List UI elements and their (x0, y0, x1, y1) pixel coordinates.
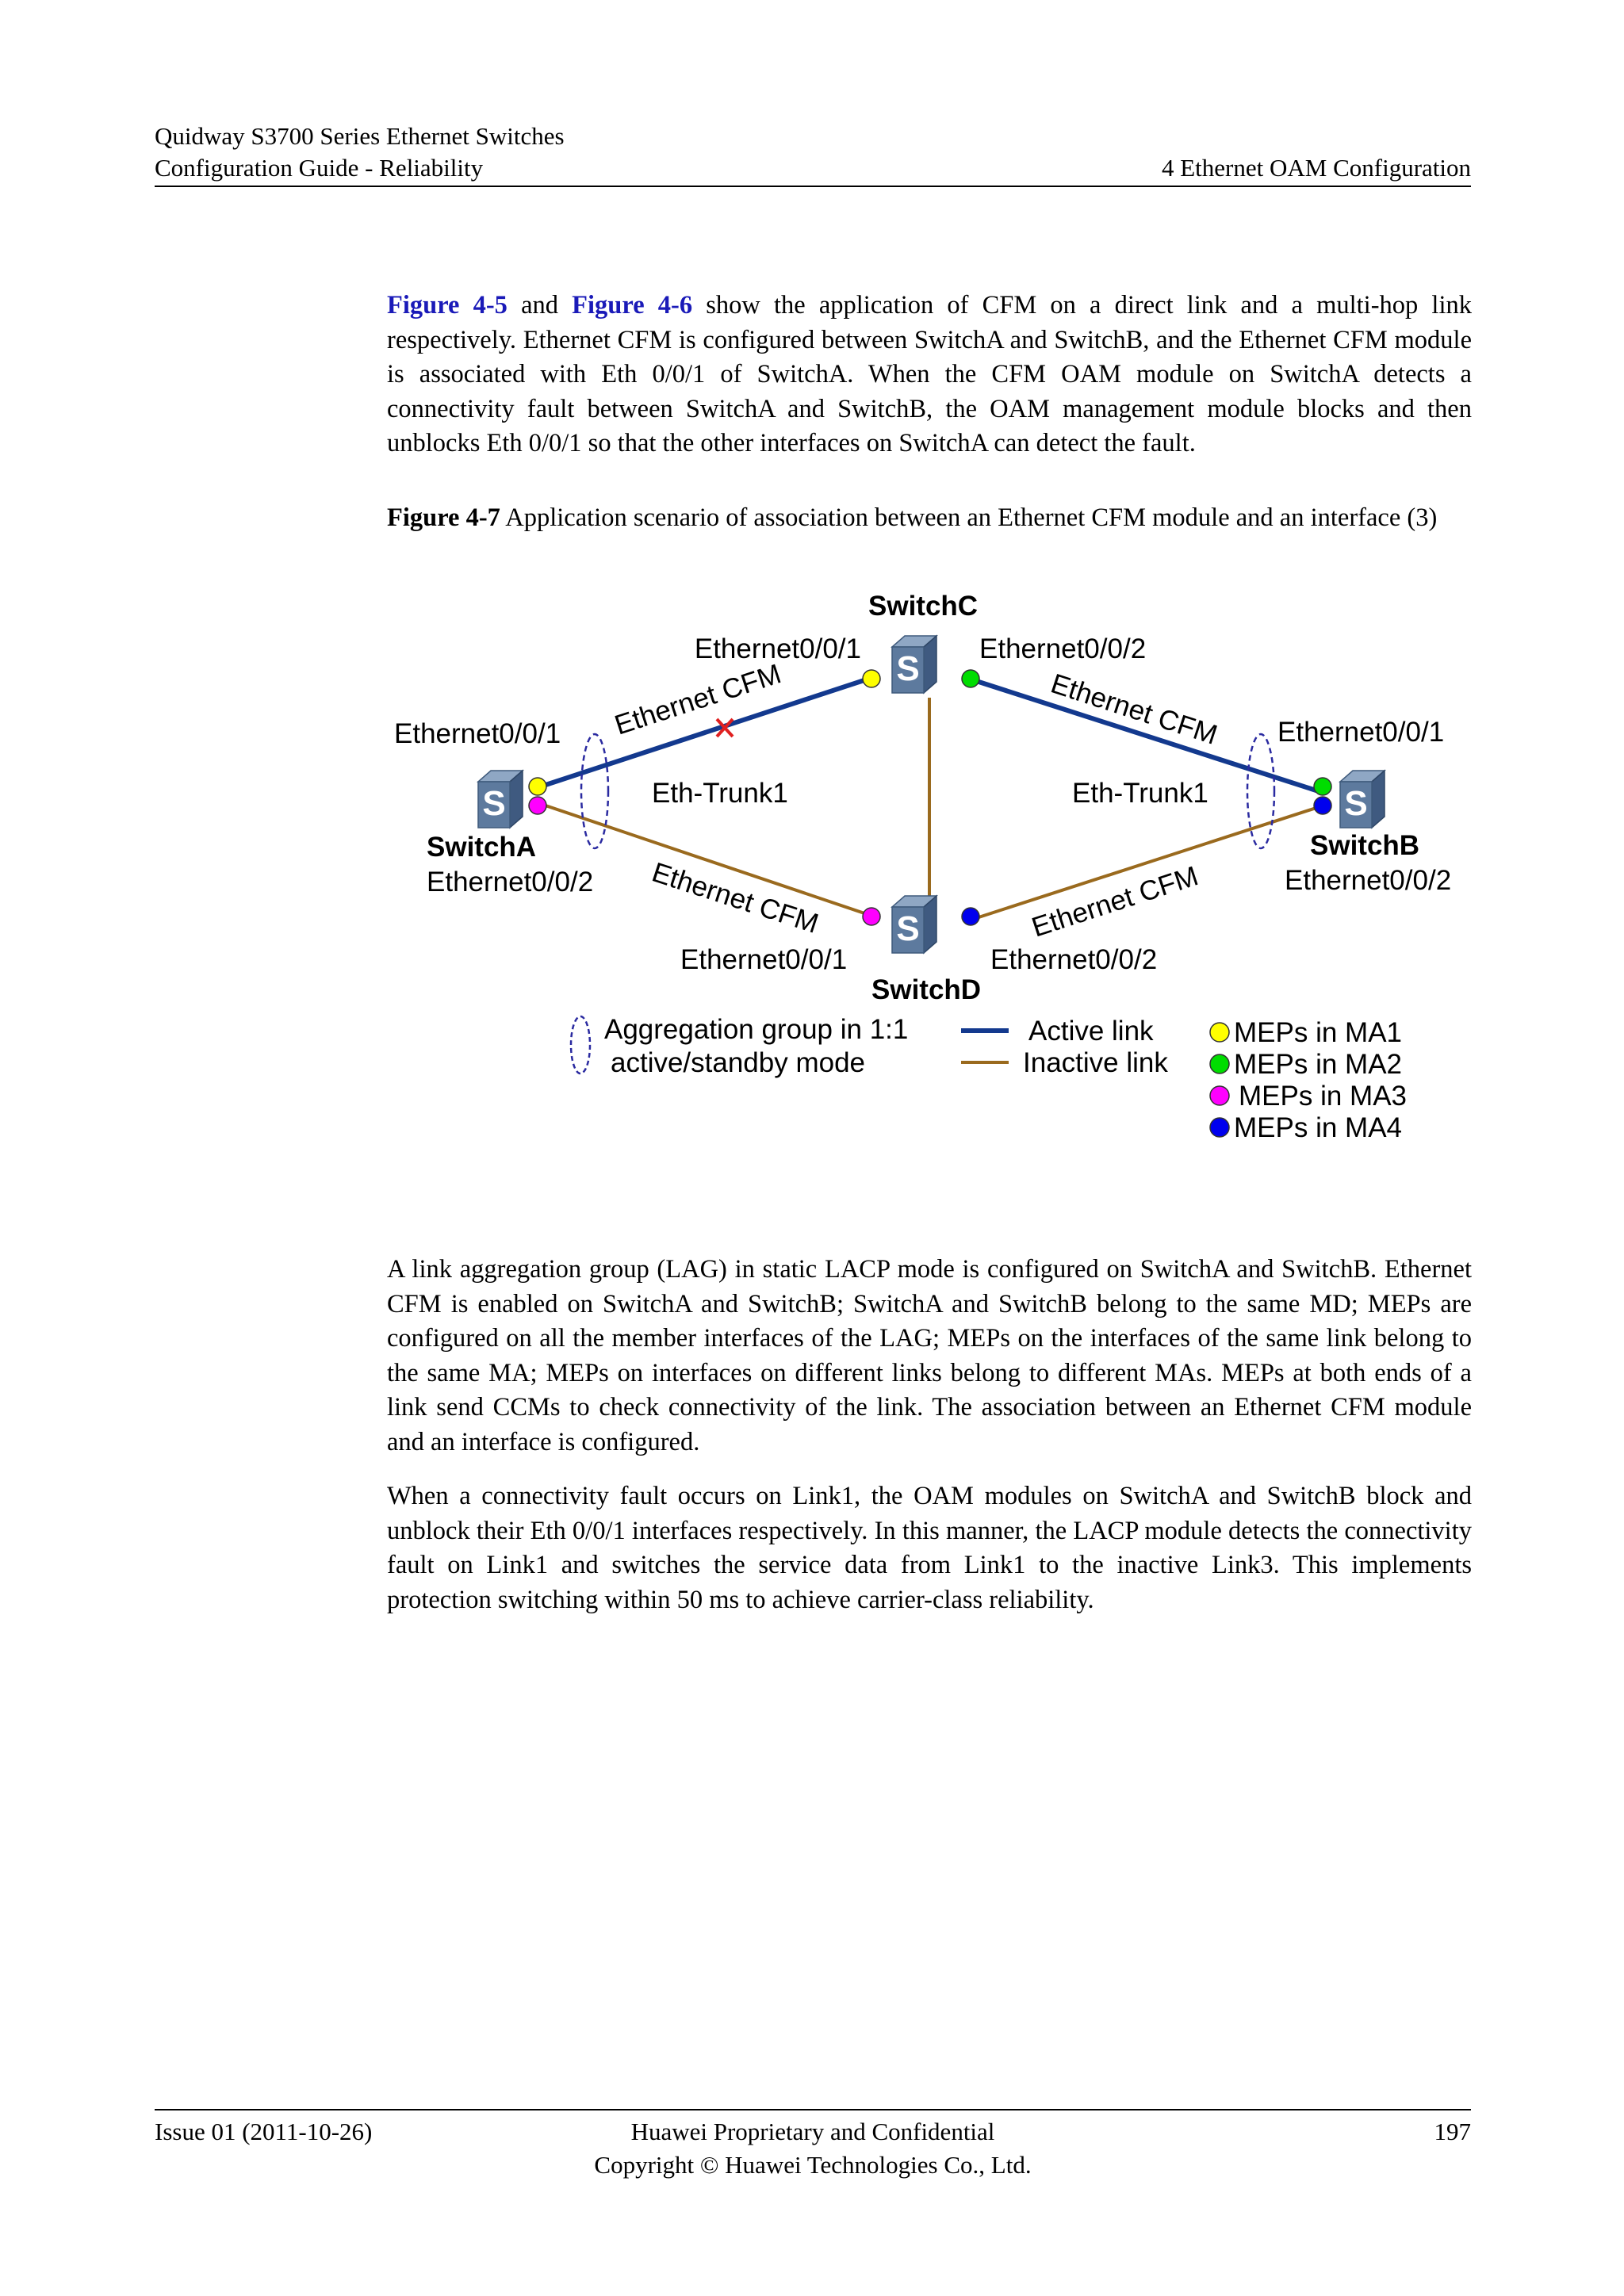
page-number: 197 (1434, 2118, 1472, 2145)
switch-c-glyph: S (896, 649, 919, 688)
fault-x-icon (715, 718, 734, 738)
mep-ma3-a-icon (528, 796, 547, 815)
legend-ma1-icon (1209, 1022, 1230, 1043)
legend-ma3-label: MEPs in MA3 (1239, 1081, 1407, 1112)
figure-label: Figure 4-7 (387, 503, 500, 532)
issue-date: Issue 01 (2011-10-26) (155, 2118, 373, 2145)
switch-d-icon[interactable]: S (891, 895, 937, 954)
legend-ma2-icon (1209, 1054, 1230, 1074)
legend-ma4-label: MEPs in MA4 (1234, 1112, 1402, 1143)
copyright-block: Huawei Proprietary and Confidential Copy… (155, 2115, 1471, 2182)
intro-and: and (507, 291, 573, 320)
legend-ma3-icon (1209, 1085, 1230, 1106)
switch-c-icon[interactable]: S (891, 635, 937, 694)
intro-text: show the application of CFM on a direct … (387, 291, 1472, 457)
link-c-b-active (971, 677, 1324, 795)
port-a1-label: Ethernet0/0/1 (394, 718, 561, 749)
mep-ma3-d-icon (862, 907, 881, 926)
figure-4-6-link[interactable]: Figure 4-6 (572, 291, 693, 320)
page-footer: Issue 01 (2011-10-26) Huawei Proprietary… (155, 2109, 1471, 2190)
fault-paragraph: When a connectivity fault occurs on Link… (387, 1482, 1472, 1614)
figure-caption: Figure 4-7 Application scenario of assoc… (387, 501, 1472, 536)
mep-ma2-b-icon (1313, 777, 1332, 796)
port-b1-label: Ethernet0/0/1 (1277, 717, 1444, 748)
mep-ma2-c-icon (961, 669, 980, 688)
mep-ma4-b-icon (1313, 796, 1332, 815)
aggregation-group-a-icon (580, 733, 610, 850)
section-title: 4 Ethernet OAM Configuration (1161, 154, 1471, 182)
port-d2-label: Ethernet0/0/2 (990, 944, 1157, 975)
legend-aggregation-line1: Aggregation group in 1:1 (604, 1014, 908, 1045)
lag-paragraph: A link aggregation group (LAG) in static… (387, 1255, 1472, 1456)
confidential-notice: Huawei Proprietary and Confidential (630, 2118, 995, 2145)
eth-trunk-b-label: Eth-Trunk1 (1072, 778, 1208, 809)
switch-a-glyph: S (482, 784, 505, 823)
page-header: Quidway S3700 Series Ethernet Switches C… (155, 119, 1471, 187)
legend-active-link-label: Active link (1028, 1016, 1154, 1047)
legend-aggregation-line2: active/standby mode (611, 1047, 865, 1078)
cfm-label-a-c: Ethernet CFM (611, 658, 784, 740)
switch-b-glyph: S (1344, 784, 1367, 823)
link-a-c-active (538, 675, 875, 790)
guide-title: Configuration Guide - Reliability (155, 154, 484, 182)
port-c2-label: Ethernet0/0/2 (979, 633, 1146, 664)
port-a2-label: Ethernet0/0/2 (427, 867, 593, 897)
port-d1-label: Ethernet0/0/1 (680, 944, 847, 975)
port-b2-label: Ethernet0/0/2 (1285, 865, 1451, 896)
switch-c-label: SwitchC (868, 591, 978, 622)
switch-d-label: SwitchD (871, 974, 981, 1005)
product-title: Quidway S3700 Series Ethernet Switches (155, 122, 565, 150)
legend-ma2-label: MEPs in MA2 (1234, 1049, 1402, 1080)
mep-ma4-d-icon (961, 907, 980, 926)
cfm-label-c-b: Ethernet CFM (1048, 668, 1221, 751)
mep-ma1-a-icon (528, 777, 547, 796)
switch-d-glyph: S (896, 909, 919, 948)
figure-4-5-link[interactable]: Figure 4-5 (387, 291, 508, 320)
switch-a-icon[interactable]: S (477, 770, 523, 828)
legend-ma4-icon (1209, 1117, 1230, 1138)
aggregation-group-b-icon (1246, 733, 1276, 850)
legend-ma1-label: MEPs in MA1 (1234, 1017, 1402, 1048)
intro-paragraph: Figure 4-5 and Figure 4-6 show the appli… (387, 289, 1472, 461)
legend-inactive-link-label: Inactive link (1023, 1047, 1168, 1078)
switch-b-icon[interactable]: S (1339, 770, 1385, 828)
eth-trunk-a-label: Eth-Trunk1 (652, 778, 788, 809)
copyright-notice: Copyright © Huawei Technologies Co., Ltd… (594, 2151, 1032, 2179)
mep-ma1-c-icon (862, 669, 881, 688)
port-c1-label: Ethernet0/0/1 (695, 633, 861, 664)
switch-a-label: SwitchA (427, 832, 536, 863)
network-diagram: S S S S SwitchC SwitchA SwitchB SwitchD … (381, 579, 1475, 1197)
link-d-b-inactive (971, 804, 1324, 921)
link-a-d-inactive (538, 802, 875, 918)
caption-text: Application scenario of association betw… (500, 503, 1438, 532)
switch-b-label: SwitchB (1310, 830, 1419, 861)
legend-aggregation-icon (569, 1015, 592, 1075)
